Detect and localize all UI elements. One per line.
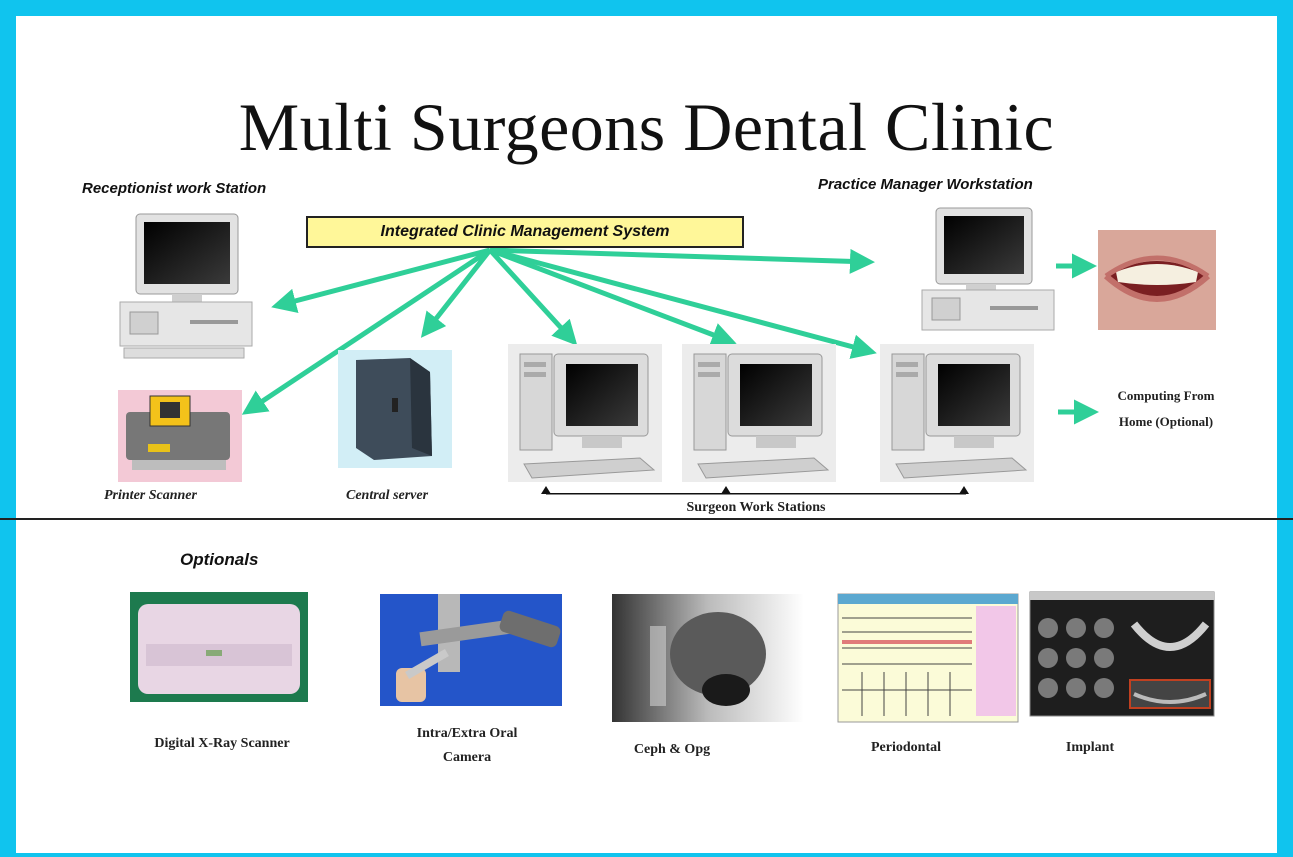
section-divider [0,518,1293,520]
arrow-to-practice-manager [490,250,870,262]
practice-manager-label: Practice Manager Workstation [818,176,1033,193]
arrow-to-surgeon-2 [490,250,732,342]
optional-label-implant: Implant [1040,740,1140,756]
oral-camera-line-2: Camera [372,746,562,770]
receptionist-computer-image [120,214,252,358]
surgeon-stations-label: Surgeon Work Stations [546,500,966,516]
optional-label-digital-xray: Digital X-Ray Scanner [104,736,340,752]
printer-scanner-label: Printer Scanner [104,488,197,504]
practice-manager-computer-image [922,208,1054,330]
optional-label-ceph-opg: Ceph & Opg [612,742,732,758]
surgeon-workstation-2-image [682,344,836,482]
periodontal-chart-image [838,594,1018,722]
home-computing-label: Computing From Home (Optional) [1100,388,1232,430]
optional-label-periodontal: Periodontal [846,740,966,756]
implant-software-image [1030,592,1214,716]
surgeon-workstation-3-image [880,344,1034,482]
smile-photo [1098,230,1216,330]
receptionist-label: Receptionist work Station [82,180,266,197]
central-server-image [338,350,452,468]
surgeon-workstation-1-image [508,344,662,482]
surgeon-stations-bracket [541,486,969,495]
oral-camera-line-1: Intra/Extra Oral [372,722,562,746]
arrow-to-receptionist [276,250,490,306]
integrated-system-box: Integrated Clinic Management System [306,216,744,248]
optionals-heading: Optionals [180,550,258,570]
home-line-1: Computing From [1100,388,1232,404]
ceph-opg-xray-image [612,594,804,722]
optional-label-oral-camera: Intra/Extra Oral Camera [372,722,562,770]
page-title: Multi Surgeons Dental Clinic [0,88,1293,167]
intra-oral-camera-image [380,594,562,706]
digital-xray-scanner-image [130,592,308,702]
printer-scanner-image [118,390,242,482]
central-server-label: Central server [346,488,428,504]
home-line-2: Home (Optional) [1100,414,1232,430]
arrow-to-surgeon-3 [490,250,872,352]
